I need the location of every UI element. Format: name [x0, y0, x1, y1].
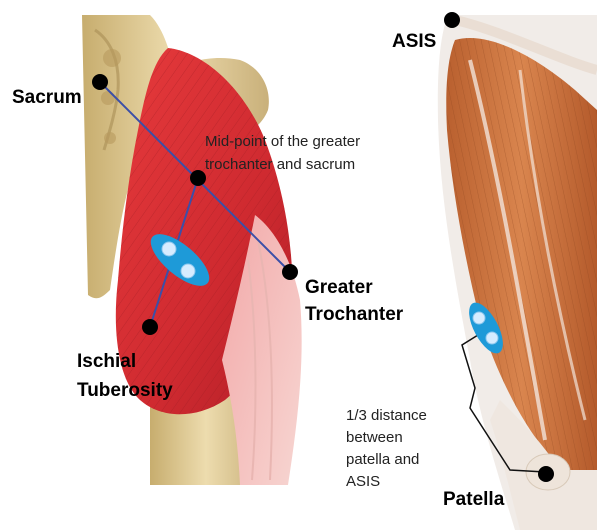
- greater-trochanter-label-line1: Greater: [305, 277, 373, 299]
- asis-label: ASIS: [392, 31, 436, 53]
- third-distance-label-line1: 1/3 distance: [346, 406, 427, 426]
- electrode-contact: [181, 264, 195, 278]
- electrode-contact: [486, 332, 498, 344]
- greater-trochanter-label-line2: Trochanter: [305, 304, 403, 326]
- sacrum-landmark: [92, 74, 108, 90]
- sacrum-label: Sacrum: [12, 87, 82, 109]
- ischial-tuberosity-landmark: [142, 319, 158, 335]
- third-distance-label-line2: between: [346, 428, 403, 448]
- patella-label: Patella: [443, 489, 504, 511]
- third-distance-label-line4: ASIS: [346, 472, 380, 492]
- patella-landmark: [538, 466, 554, 482]
- third-distance-label-line3: patella and: [346, 450, 419, 470]
- electrode-contact: [473, 312, 485, 324]
- greater-trochanter-landmark: [282, 264, 298, 280]
- midpoint-label-line2: trochanter and sacrum: [205, 155, 355, 175]
- ischial-tuberosity-label-line1: Ischial: [77, 351, 136, 373]
- asis-landmark: [444, 12, 460, 28]
- midpoint-landmark: [190, 170, 206, 186]
- electrode-contact: [162, 242, 176, 256]
- ischial-tuberosity-label-line2: Tuberosity: [77, 380, 173, 402]
- midpoint-label-line1: Mid-point of the greater: [205, 132, 360, 152]
